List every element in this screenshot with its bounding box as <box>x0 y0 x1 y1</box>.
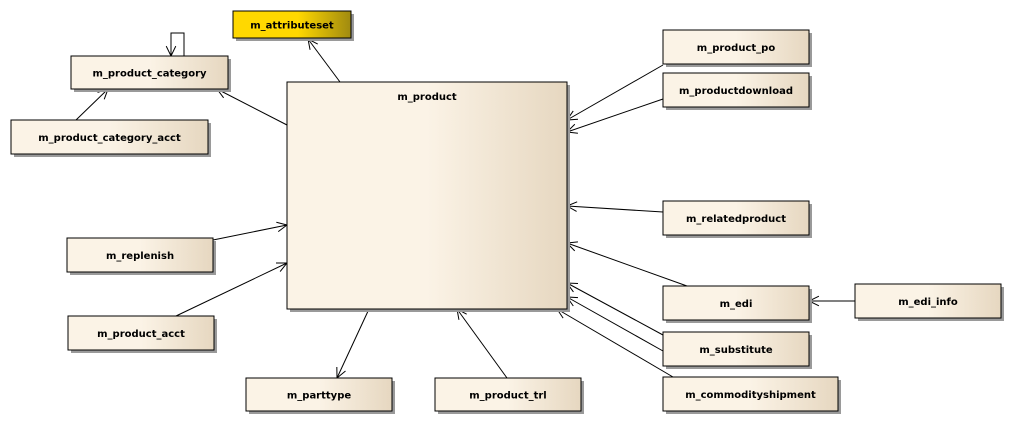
entity-box <box>662 29 810 65</box>
entity-box <box>70 55 229 90</box>
entity-m-product-po[interactable]: m_product_po <box>662 29 812 67</box>
relationship-m-productdownload-to-m-product <box>565 98 664 134</box>
entity-label: m_attributeset <box>250 21 334 32</box>
entity-label: m_parttype <box>287 391 351 402</box>
entity-label: m_commodityshipment <box>685 390 816 401</box>
relationship-line <box>307 38 341 83</box>
entity-box <box>662 72 810 108</box>
entity-m-edi-info[interactable]: m_edi_info <box>854 283 1004 321</box>
entity-m-productdownload[interactable]: m_productdownload <box>662 72 812 110</box>
relationship-m-product-to-m-product-category <box>215 88 288 126</box>
entity-m-replenish[interactable]: m_replenish <box>66 237 216 275</box>
entity-box <box>662 376 839 412</box>
entity-label: m_edi <box>720 299 753 310</box>
entity-label: m_substitute <box>699 345 772 356</box>
entities: m_product m_attributeset m_product_categor… <box>10 10 1004 414</box>
entity-label: m_product_category <box>92 69 207 80</box>
relationship-line <box>75 88 109 121</box>
entity-label: m_product_category_acct <box>38 133 181 144</box>
relationship-m-product-category-to-m-product-category <box>165 32 185 58</box>
entity-label: m_product_po <box>697 43 776 54</box>
relationship-m-edi-info-to-m-edi <box>807 295 855 307</box>
entity-m-edi[interactable]: m_edi <box>662 285 812 323</box>
relationship-line <box>175 262 288 317</box>
entity-m-commodityshipment[interactable]: m_commodityshipment <box>662 376 841 414</box>
entity-box <box>286 81 568 310</box>
relationship-m-product-to-m-attributeset <box>307 38 341 83</box>
entity-label: m_relatedproduct <box>686 214 786 225</box>
entity-label: m_product <box>397 92 457 103</box>
relationship-line <box>556 308 674 378</box>
relationship-m-edi-to-m-product <box>565 241 688 287</box>
relationship-line <box>336 308 370 379</box>
relationship-line <box>566 242 688 287</box>
relationship-line <box>212 224 288 241</box>
entity-box <box>662 285 810 321</box>
entity-box <box>10 119 209 155</box>
entity-label: m_product_trl <box>469 391 547 402</box>
entity-box <box>434 377 582 412</box>
relationship-m-product-category-acct-to-m-product-category <box>75 88 109 121</box>
relationship-line <box>170 32 185 56</box>
entity-box <box>662 331 810 367</box>
relationship-line <box>456 308 508 379</box>
entity-m-product[interactable]: m_product <box>286 81 570 312</box>
entity-m-parttype[interactable]: m_parttype <box>245 377 395 414</box>
entity-box <box>67 315 215 351</box>
entity-m-product-acct[interactable]: m_product_acct <box>67 315 217 353</box>
entity-label: m_productdownload <box>679 86 793 97</box>
entity-box <box>245 377 393 412</box>
relationship-line <box>566 98 664 133</box>
entity-m-attributeset[interactable]: m_attributeset <box>232 10 354 41</box>
entity-label: m_product_acct <box>97 329 185 340</box>
entity-m-relatedproduct[interactable]: m_relatedproduct <box>662 200 812 238</box>
relationship-line <box>566 205 664 213</box>
entity-box <box>232 10 352 39</box>
entity-box <box>66 237 214 273</box>
entity-m-product-category[interactable]: m_product_category <box>70 55 231 92</box>
relationship-m-product-po-to-m-product <box>566 64 664 121</box>
relationship-line <box>566 64 664 121</box>
entity-box <box>854 283 1002 319</box>
relationship-line <box>566 296 664 352</box>
entity-m-product-category-acct[interactable]: m_product_category_acct <box>10 119 211 157</box>
entity-label: m_edi_info <box>898 297 958 308</box>
relationship-m-replenish-to-m-product <box>212 221 289 241</box>
relationship-lines <box>75 32 855 380</box>
entity-m-substitute[interactable]: m_substitute <box>662 331 812 369</box>
entity-m-product-trl[interactable]: m_product_trl <box>434 377 584 414</box>
relationship-line <box>216 88 288 126</box>
relationship-m-product-to-m-parttype <box>336 308 370 380</box>
entity-box <box>662 200 810 236</box>
relationship-m-substitute-to-m-product <box>565 282 664 336</box>
relationship-line <box>566 282 664 336</box>
relationship-m-relatedproduct-to-m-product <box>565 201 664 213</box>
entity-label: m_replenish <box>106 251 174 262</box>
relationship-m-product-trl-to-m-product <box>456 308 508 379</box>
relationship-m-commodityshipment-to-m-product <box>556 308 674 378</box>
